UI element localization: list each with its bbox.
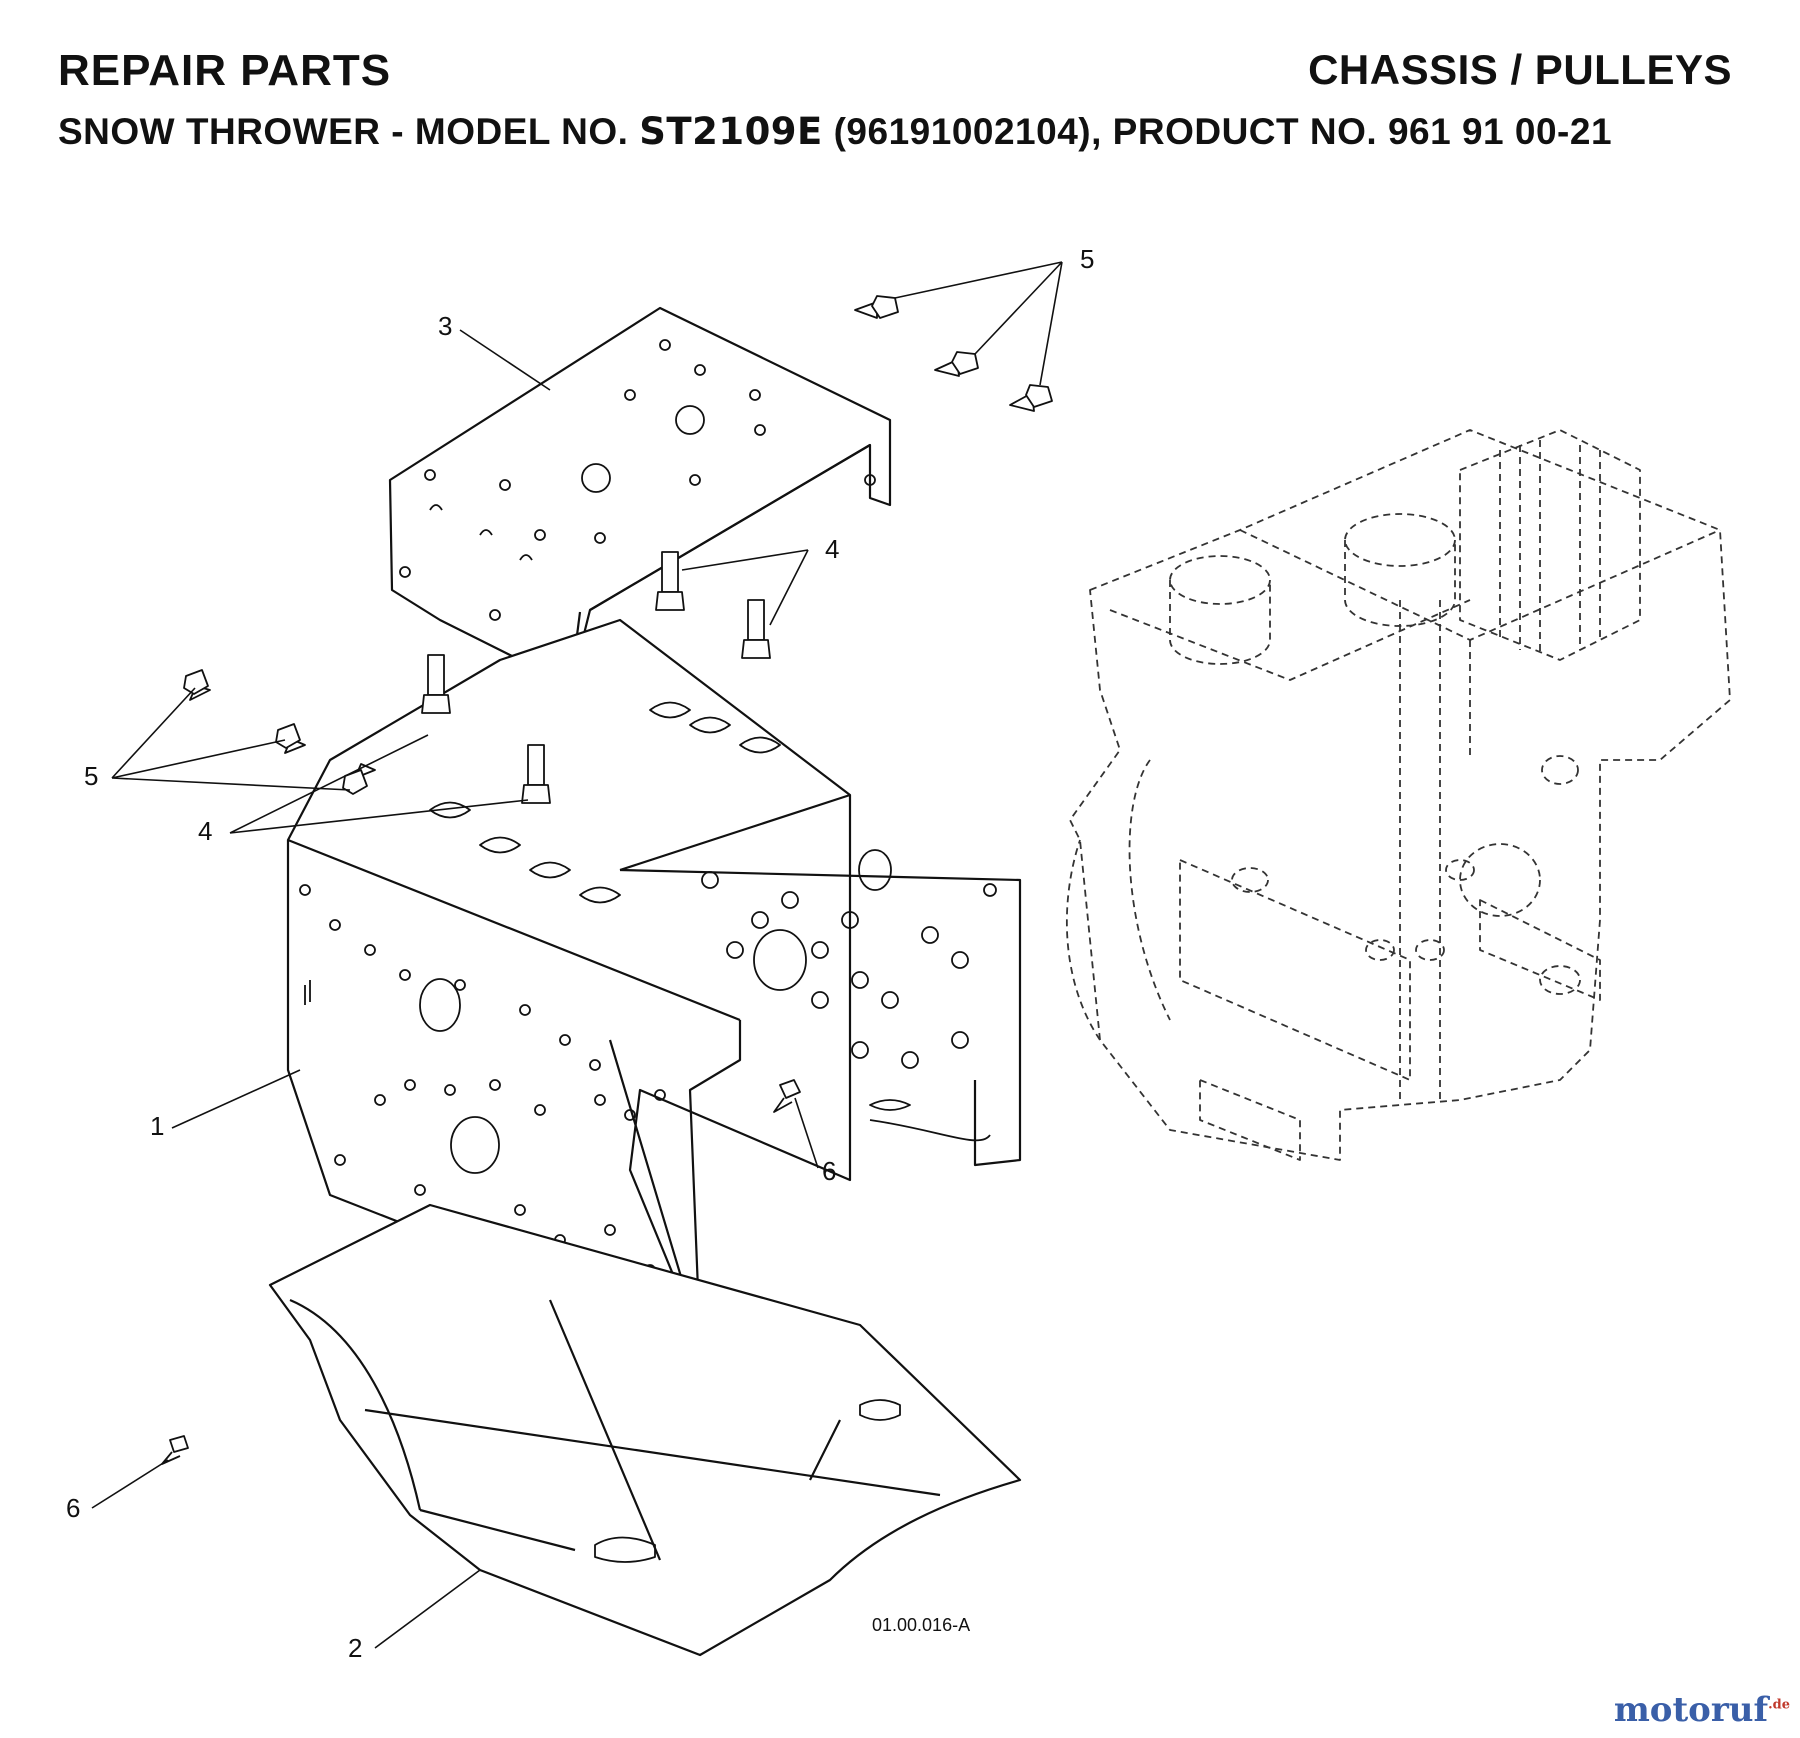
- watermark-logo: motoruf.de: [1614, 1690, 1790, 1730]
- callout-1: 1: [150, 1111, 164, 1141]
- callout-6: 6: [66, 1493, 80, 1523]
- pin-4: [655, 551, 685, 611]
- bolt-5: [934, 351, 979, 377]
- subtitle: SNOW THROWER - MODEL NO. ST2109E (961910…: [58, 110, 1612, 153]
- callout-5: 5: [1080, 244, 1094, 274]
- screw-6: [773, 1079, 801, 1113]
- part-3-top-bracket: [388, 306, 892, 692]
- callout-4: 4: [825, 534, 839, 564]
- subtitle-suffix: (96191002104), PRODUCT NO. 961 91 00-21: [822, 111, 1613, 152]
- bolt-5: [275, 723, 306, 754]
- leader-lines: [91, 261, 1063, 1649]
- fasteners: [161, 295, 1053, 1465]
- bolt-5: [183, 669, 211, 701]
- bolt-5: [342, 763, 376, 795]
- screw-6: [161, 1435, 189, 1465]
- watermark-tld: .de: [1768, 1697, 1790, 1713]
- page-title: REPAIR PARTS: [58, 46, 392, 95]
- drawing-number: 01.00.016-A: [872, 1615, 970, 1635]
- model-number: ST2109E: [639, 110, 823, 153]
- pin-4: [741, 599, 771, 659]
- part-1-chassis: [286, 618, 1022, 1342]
- watermark-brand: motoruf: [1613, 1690, 1769, 1730]
- callout-3: 3: [438, 311, 452, 341]
- engine-outline: [1065, 429, 1731, 1161]
- pin-4: [521, 744, 551, 804]
- section-title: CHASSIS / PULLEYS: [1308, 46, 1732, 93]
- bolt-5: [1009, 384, 1053, 412]
- pin-4: [421, 654, 451, 714]
- bolt-5: [854, 295, 899, 319]
- callout-6: 6: [822, 1156, 836, 1186]
- callout-4: 4: [198, 816, 212, 846]
- subtitle-prefix: SNOW THROWER - MODEL NO.: [58, 111, 640, 152]
- callout-5: 5: [84, 761, 98, 791]
- part-2-bottom-plate: [268, 1203, 1022, 1657]
- callout-2: 2: [348, 1633, 362, 1663]
